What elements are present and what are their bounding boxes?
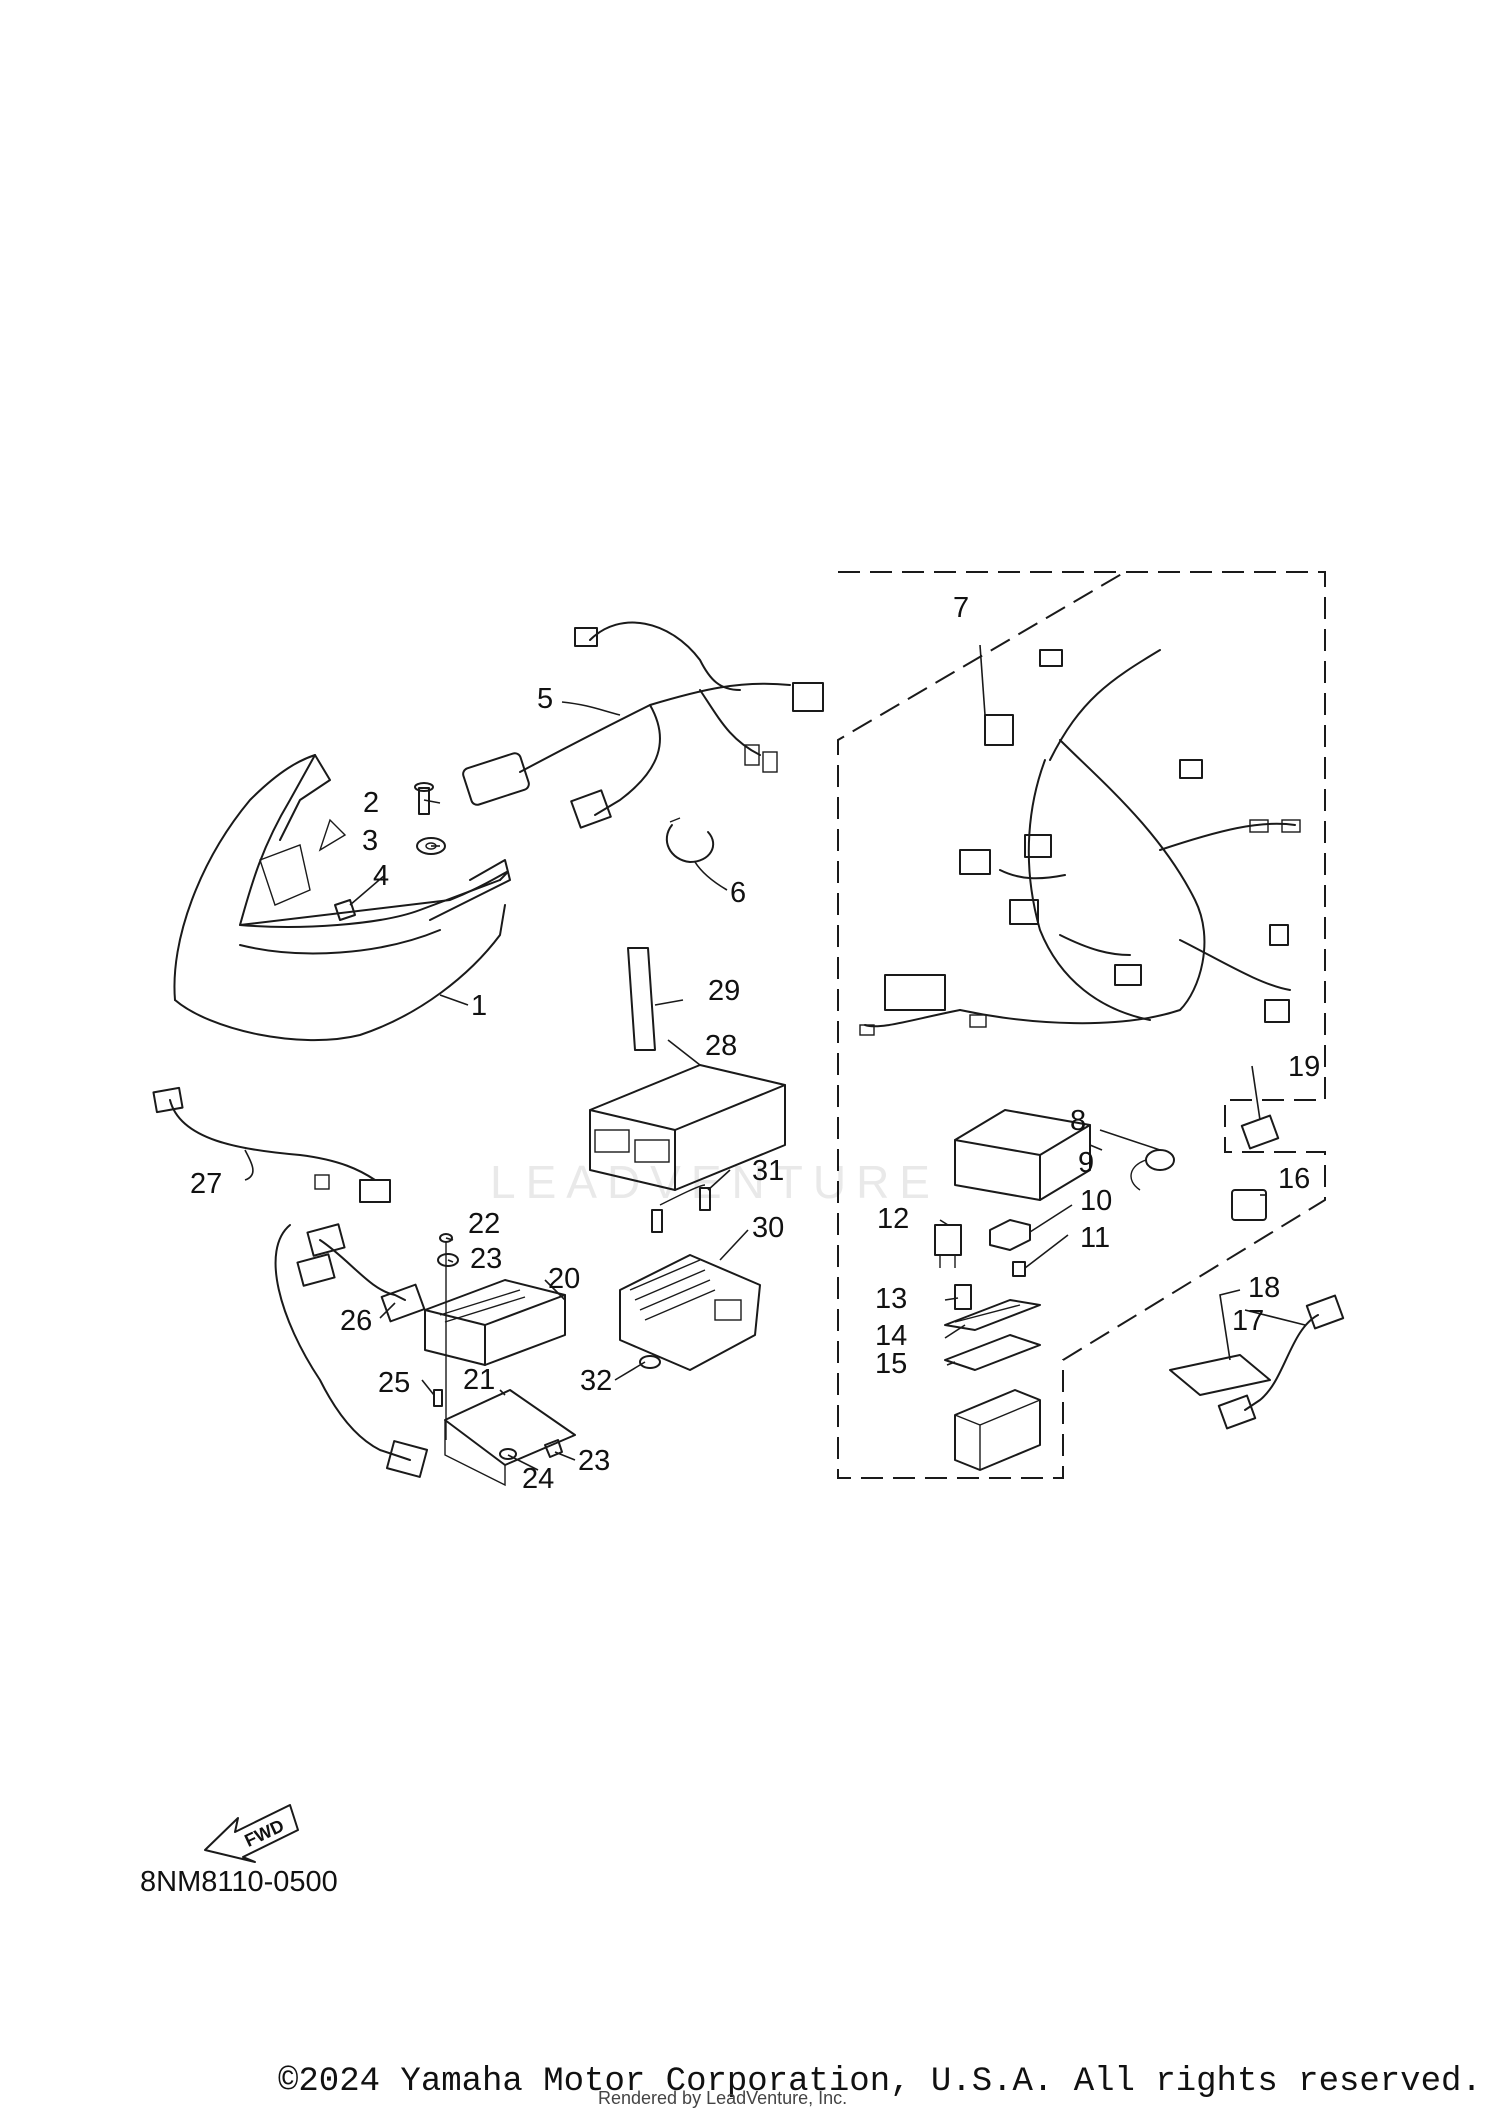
lead-27 — [152, 1086, 391, 1203]
headlight-cowl — [173, 754, 511, 1042]
callout-1: 1 — [471, 990, 487, 1022]
relay-12 — [934, 1224, 962, 1268]
callout-5: 5 — [537, 683, 553, 715]
callout-23b: 23 — [578, 1445, 610, 1477]
harness-group-outline — [837, 571, 1326, 1479]
bolt-25 — [433, 1389, 443, 1407]
clip-23b — [544, 1439, 563, 1458]
lead-26 — [274, 1223, 429, 1478]
callout-24: 24 — [522, 1463, 554, 1495]
bolt-31 — [651, 1184, 711, 1233]
fwd-arrow-icon — [204, 1804, 299, 1863]
callout-29: 29 — [708, 975, 740, 1007]
callout-25: 25 — [378, 1367, 410, 1399]
unit-20 — [424, 1279, 566, 1366]
label-18 — [1169, 1354, 1271, 1396]
bulb-8 — [1130, 1149, 1175, 1191]
nut-32 — [639, 1355, 661, 1369]
callout-31: 31 — [752, 1155, 784, 1187]
callout-7: 7 — [953, 592, 969, 624]
coupler-19 — [1240, 1114, 1280, 1150]
callout-11: 11 — [1080, 1222, 1110, 1254]
gasket-15 — [944, 1334, 1041, 1371]
callout-17: 17 — [1232, 1305, 1264, 1337]
callout-16: 16 — [1278, 1163, 1310, 1195]
callout-27: 27 — [190, 1168, 222, 1200]
callout-18: 18 — [1248, 1272, 1280, 1304]
collar-24 — [499, 1448, 517, 1460]
band-29 — [627, 947, 656, 1051]
callout-8: 8 — [1070, 1105, 1086, 1137]
coupler-16 — [1231, 1189, 1267, 1221]
relay-13 — [954, 1284, 972, 1310]
callout-26: 26 — [340, 1305, 372, 1337]
bracket-21 — [444, 1389, 576, 1487]
callout-19: 19 — [1288, 1051, 1320, 1083]
callout-14: 14 — [875, 1320, 907, 1352]
clip-4 — [334, 899, 356, 921]
fuse-box-cover-9 — [954, 1109, 1091, 1201]
callout-15: 15 — [875, 1348, 907, 1380]
main-harness-7 — [859, 649, 1301, 1036]
callout-23: 23 — [470, 1243, 502, 1275]
sub-lead-17 — [1217, 1294, 1345, 1430]
fuse-box-base — [954, 1389, 1041, 1471]
fuse-11 — [1012, 1261, 1026, 1277]
callout-6: 6 — [730, 877, 746, 909]
callout-9: 9 — [1078, 1147, 1094, 1179]
rendered-by-note: Rendered by LeadVenture, Inc. — [598, 2088, 848, 2108]
callout-32: 32 — [580, 1365, 612, 1397]
callout-28: 28 — [705, 1030, 737, 1062]
callout-22: 22 — [468, 1208, 500, 1240]
diagram-code: 8NM8110-0500 — [140, 1866, 338, 1898]
copyright-notice: ©2024 Yamaha Motor Corporation, U.S.A. A… — [278, 2063, 1482, 2101]
bolt-22 — [439, 1233, 453, 1440]
callout-30: 30 — [752, 1212, 784, 1244]
callout-12: 12 — [877, 1203, 909, 1235]
callout-13: 13 — [875, 1283, 907, 1315]
relay-10 — [989, 1219, 1031, 1251]
callout-4: 4 — [373, 860, 389, 892]
leader-lines — [244, 644, 1306, 1471]
callout-2: 2 — [363, 787, 379, 819]
callout-10: 10 — [1080, 1185, 1112, 1217]
washer-23 — [437, 1253, 459, 1267]
fuse-label-14 — [944, 1299, 1041, 1331]
callout-3: 3 — [362, 825, 378, 857]
sub-harness-5 — [462, 621, 824, 829]
band-6 — [665, 817, 715, 863]
callout-20: 20 — [548, 1263, 580, 1295]
rectifier-30 — [619, 1254, 761, 1371]
callout-21: 21 — [463, 1364, 495, 1396]
screw-2 — [414, 782, 434, 815]
